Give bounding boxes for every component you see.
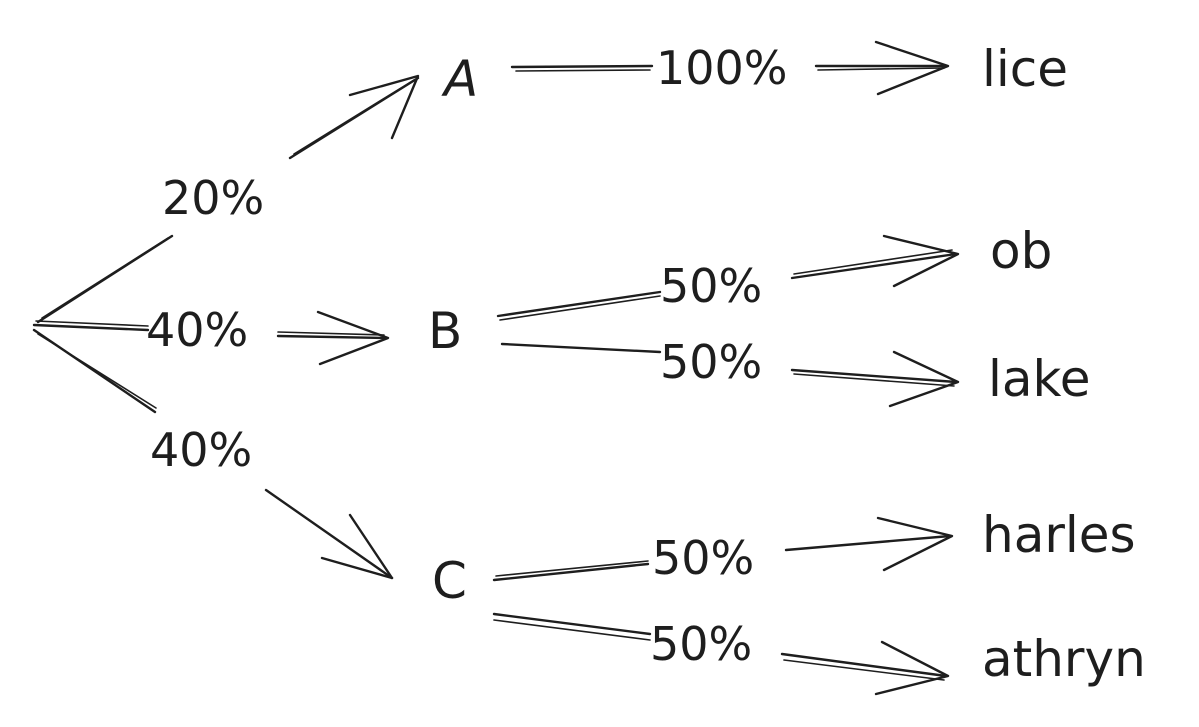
edge-a-to-lice xyxy=(510,40,950,96)
node-c: C xyxy=(432,552,467,610)
edge-b-to-ob xyxy=(496,234,960,321)
arrowhead xyxy=(882,234,960,288)
leaf-lake: lake xyxy=(988,350,1090,408)
edge-label-root-c: 40% xyxy=(150,423,252,477)
arrowhead xyxy=(888,350,960,408)
arrowhead xyxy=(348,74,420,140)
leaf-athryn: athryn xyxy=(982,630,1146,688)
edge-label-root-a: 20% xyxy=(162,171,264,225)
edge-root-to-c xyxy=(32,328,394,580)
edge-b-to-lake xyxy=(500,342,960,408)
edge-label-a-lice: 100% xyxy=(656,41,788,95)
edge-c-to-harles xyxy=(492,516,954,582)
arrowhead xyxy=(874,40,950,96)
leaf-lice: lice xyxy=(982,40,1068,98)
edge-label-b-lake: 50% xyxy=(660,335,762,389)
leaf-harles: harles xyxy=(982,506,1136,564)
leaf-ob: ob xyxy=(990,222,1052,280)
arrowhead xyxy=(320,513,394,580)
node-a: A xyxy=(441,50,478,108)
arrowhead xyxy=(874,640,950,696)
arrowhead xyxy=(876,516,954,572)
node-b: B xyxy=(428,302,462,360)
edge-root-to-b xyxy=(32,310,390,366)
edge-label-b-ob: 50% xyxy=(660,259,762,313)
arrowhead xyxy=(316,310,390,366)
edge-c-to-athryn xyxy=(492,612,950,696)
edge-label-root-b: 40% xyxy=(146,303,248,357)
edge-root-to-a xyxy=(36,74,420,324)
edge-label-c-athryn: 50% xyxy=(650,617,752,671)
edge-label-c-harles: 50% xyxy=(652,531,754,585)
